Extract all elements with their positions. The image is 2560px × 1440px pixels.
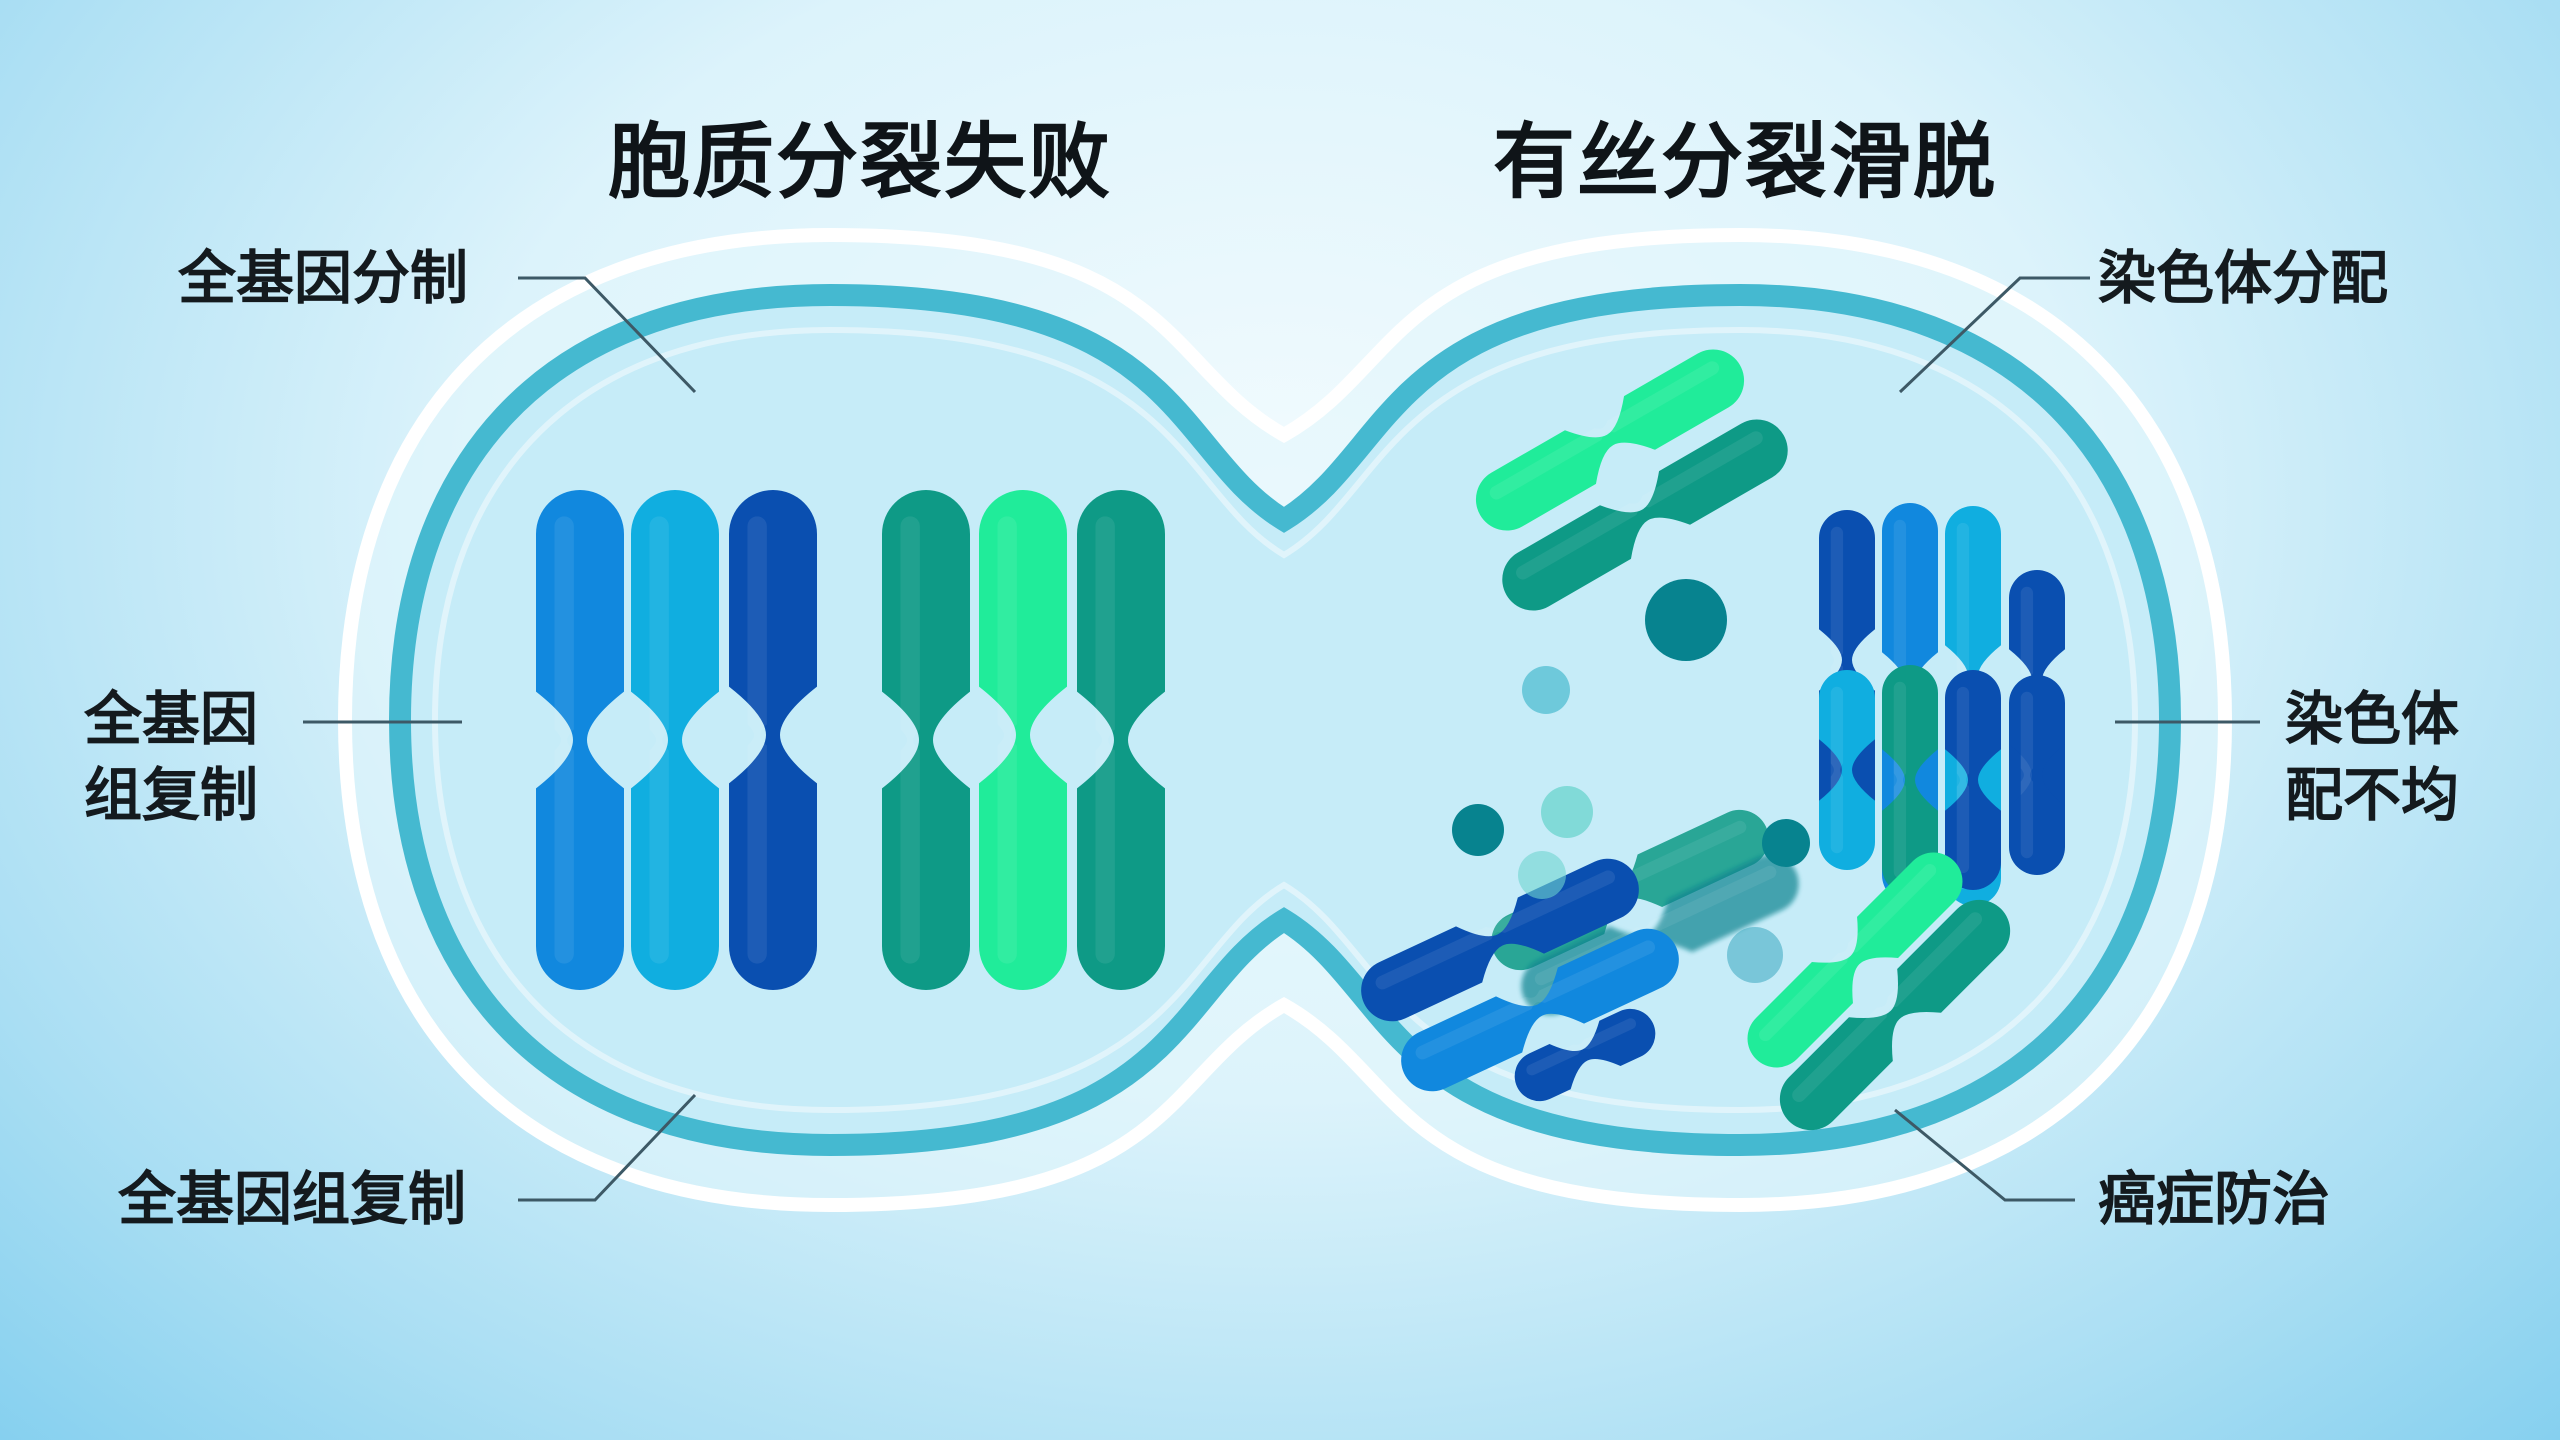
leader-line-left-bottom	[518, 1093, 697, 1202]
right-cell-scattered-chromosomes	[1361, 349, 2011, 1131]
micronucleus	[1518, 851, 1566, 899]
label-left-middle-line1: 全基因	[84, 685, 259, 753]
scattered-chromosome	[1747, 852, 1963, 1068]
micronucleus	[1452, 804, 1504, 856]
left-chromosome	[882, 490, 970, 990]
leader-line-right-bottom	[1894, 1108, 2075, 1202]
label-left-bottom: 全基因组复制	[118, 1165, 467, 1233]
micronucleus	[1645, 579, 1727, 661]
left-cell-chromosomes	[536, 490, 1165, 990]
label-right-middle-line1: 染色体	[2285, 685, 2460, 753]
micronucleus	[1522, 666, 1570, 714]
leader-line-left-top	[518, 276, 697, 394]
scattered-chromosome	[1779, 899, 2011, 1131]
title-mitotic-slippage: 有丝分裂滑脱	[1493, 115, 1998, 210]
label-right-middle-line2: 配不均	[2285, 761, 2460, 829]
label-left-top: 全基因分制	[178, 244, 469, 312]
micronucleus	[1727, 927, 1783, 983]
leader-line-right-top	[1898, 276, 2090, 394]
left-chromosome	[729, 490, 817, 990]
left-chromosome	[631, 490, 719, 990]
scattered-chromosome	[1475, 349, 1745, 531]
aligned-chromosome	[1945, 670, 2001, 890]
leader-lines	[303, 276, 2260, 1202]
scattered-chromosome	[1361, 858, 1639, 1022]
aligned-chromosome	[1882, 665, 1938, 895]
scattered-chromosome	[1401, 928, 1679, 1092]
left-chromosome	[536, 490, 624, 990]
scattered-chromosome	[1514, 1008, 1656, 1102]
right-cell-aligned-chromosomes	[1819, 503, 2065, 906]
micronucleus	[1762, 819, 1810, 867]
scattered-chromosome	[1502, 419, 1788, 611]
left-chromosome	[1077, 490, 1165, 990]
micronucleus	[1541, 786, 1593, 838]
label-right-bottom: 癌症防治	[2098, 1165, 2331, 1233]
aligned-chromosome	[2009, 675, 2065, 875]
left-chromosome	[979, 490, 1067, 990]
aligned-chromosome	[1819, 670, 1875, 870]
label-right-top: 染色体分配	[2098, 244, 2389, 312]
label-left-middle-line2: 组复制	[84, 761, 259, 829]
title-cytokinesis-failure: 胞质分裂失败	[608, 115, 1113, 210]
cell-inner-highlight	[431, 326, 2139, 1114]
